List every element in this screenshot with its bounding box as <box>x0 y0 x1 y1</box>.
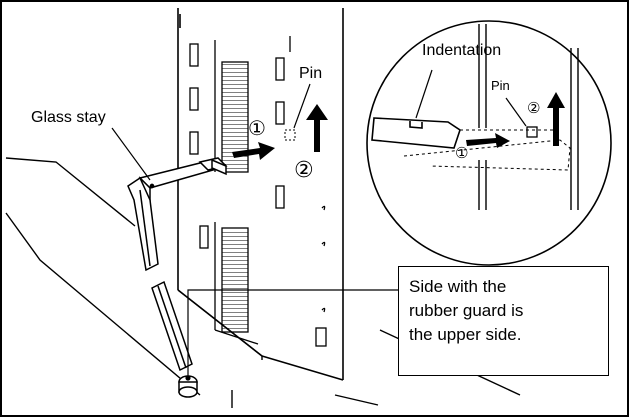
note-box: Side with the rubber guard is the upper … <box>398 266 609 376</box>
pin-detail-label: Pin <box>491 78 510 93</box>
note-line: rubber guard is <box>409 301 524 320</box>
step-two-marker: ② <box>294 158 314 183</box>
glass-stay <box>127 157 228 398</box>
detail-arrows <box>466 92 565 148</box>
glass-stay-label: Glass stay <box>31 109 106 126</box>
insert-arrow <box>232 142 275 160</box>
cabinet-panel <box>177 8 344 381</box>
panel-slots <box>189 36 326 313</box>
step-one-marker: ① <box>248 116 266 140</box>
detail-step-two-marker: ② <box>527 99 541 117</box>
indentation-label: Indentation <box>422 42 502 59</box>
pin-label: Pin <box>299 65 323 82</box>
pin-target <box>284 129 296 141</box>
note-line: the upper side. <box>409 325 522 344</box>
lift-arrow <box>306 104 328 152</box>
detail-step-one-marker: ① <box>455 144 469 162</box>
leader-lines <box>111 83 398 381</box>
note-line: Side with the <box>409 277 507 296</box>
